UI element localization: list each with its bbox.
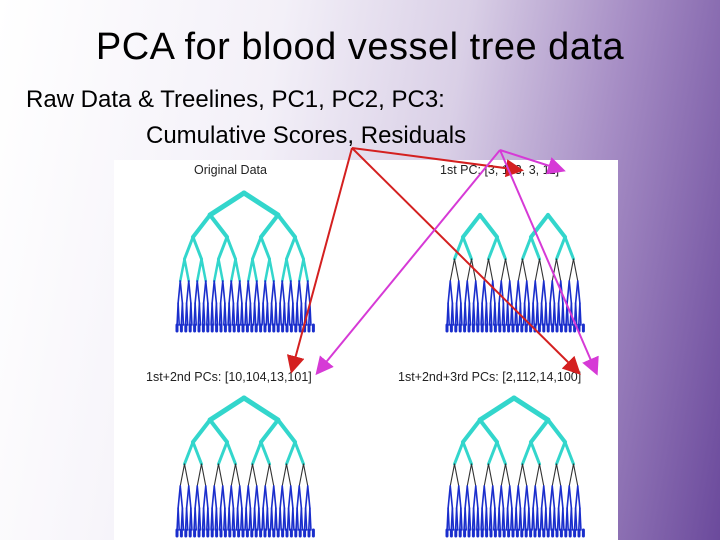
panel-label-original: Original Data (194, 163, 267, 177)
slide-subtitle-line-1: Raw Data & Treelines, PC1, PC2, PC3: (26, 86, 445, 113)
panel-label-pc123: 1st+2nd+3rd PCs: [2,112,14,100] (398, 370, 582, 384)
slide-subtitle-line-2: Cumulative Scores, Residuals (146, 122, 467, 149)
slide-title: PCA for blood vessel tree data (95, 26, 625, 68)
tree-pc123 (445, 395, 585, 538)
tree-pc1 (445, 213, 585, 333)
panel-label-pc12: 1st+2nd PCs: [10,104,13,101] (146, 370, 312, 384)
tree-figure: Original Data 1st PC: [3, 113, 3, 11] 1s… (114, 160, 618, 540)
tree-original (175, 190, 315, 333)
panel-label-pc1: 1st PC: [3, 113, 3, 11] (440, 163, 560, 177)
tree-pc12 (175, 395, 315, 538)
